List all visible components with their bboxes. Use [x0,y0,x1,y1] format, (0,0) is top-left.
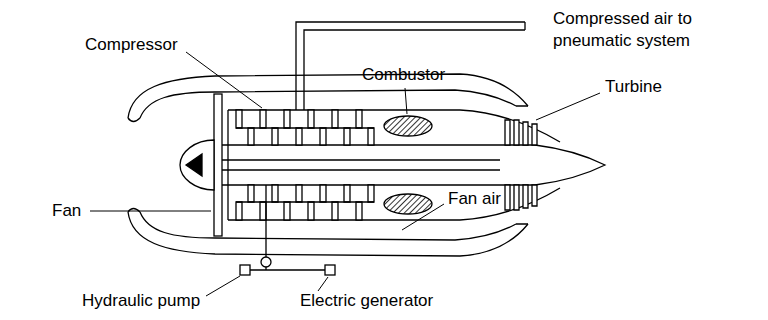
fan [180,94,222,236]
turbine-blades [505,120,537,210]
part-label: Compressor [85,34,178,56]
accessory-drive [240,185,335,275]
bleed-air-pipe [296,22,525,110]
compressor-blades [236,110,374,220]
part-label: Electric generator [300,290,433,312]
combustor-chamber [384,116,432,214]
nacelle [128,74,528,256]
part-label: Compressed air to pneumatic system [553,8,723,52]
part-label: Turbine [605,76,662,98]
part-label: Fan [52,200,81,222]
leader-lines [90,52,600,296]
part-label: Combustor [362,64,445,86]
part-label: Fan air [448,188,501,210]
core-drum [222,145,605,185]
part-label: Hydraulic pump [82,290,200,312]
